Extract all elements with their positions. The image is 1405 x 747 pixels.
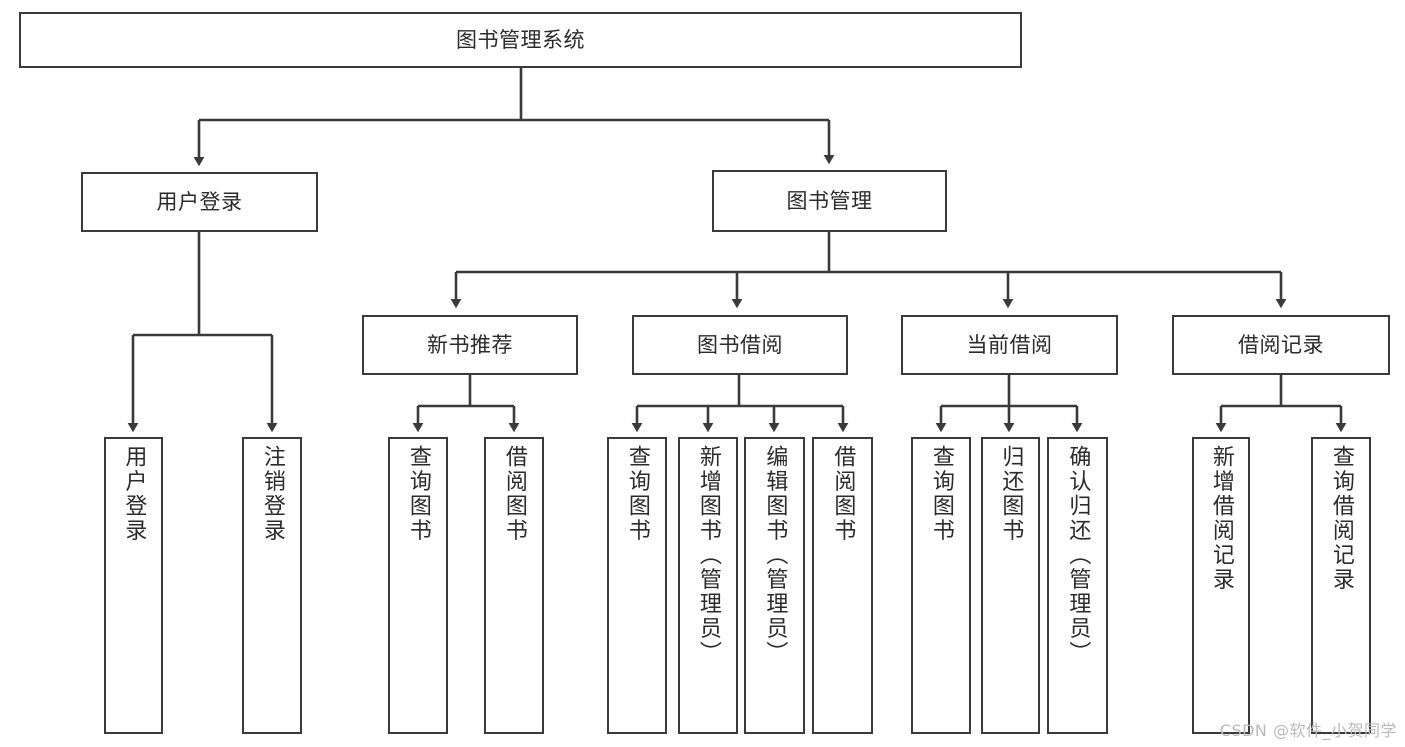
leaf-new-book-query[interactable]: 查询图书 (388, 437, 448, 734)
leaf-borrow-borrow-book[interactable]: 借阅图书 (812, 437, 873, 734)
node-current-borrow-label: 当前借阅 (966, 332, 1053, 357)
leaf-label: 查询借阅记录 (1328, 445, 1354, 592)
node-book-management[interactable]: 图书管理 (712, 170, 947, 232)
node-root[interactable]: 图书管理系统 (19, 12, 1022, 68)
leaf-label: 查询图书 (405, 445, 431, 543)
leaf-label: 查询图书 (624, 445, 650, 543)
leaf-label: 注销登录 (259, 445, 285, 543)
leaf-current-confirm-return-admin[interactable]: 确认归还（管理员） (1047, 437, 1108, 734)
leaf-label: 确认归还（管理员） (1065, 445, 1091, 666)
node-borrow-record[interactable]: 借阅记录 (1172, 315, 1390, 375)
node-current-borrow[interactable]: 当前借阅 (901, 315, 1118, 375)
node-root-label: 图书管理系统 (456, 27, 585, 52)
leaf-borrow-add-book-admin[interactable]: 新增图书（管理员） (678, 437, 738, 734)
leaf-label: 用户登录 (121, 445, 147, 543)
leaf-label: 新增借阅记录 (1208, 445, 1234, 592)
node-borrow-record-label: 借阅记录 (1238, 332, 1324, 357)
leaf-new-book-borrow[interactable]: 借阅图书 (484, 437, 544, 734)
leaf-label: 查询图书 (928, 445, 954, 543)
leaf-user-login-login[interactable]: 用户登录 (104, 437, 163, 734)
leaf-label: 借阅图书 (501, 445, 527, 543)
leaf-record-query[interactable]: 查询借阅记录 (1311, 437, 1371, 734)
node-new-book-recommend-label: 新书推荐 (427, 332, 513, 357)
leaf-user-login-logout[interactable]: 注销登录 (242, 437, 302, 734)
leaf-borrow-query-book[interactable]: 查询图书 (607, 437, 667, 734)
node-user-login[interactable]: 用户登录 (81, 172, 318, 232)
leaf-label: 编辑图书（管理员） (762, 445, 788, 666)
node-book-borrow[interactable]: 图书借阅 (632, 315, 848, 375)
node-new-book-recommend[interactable]: 新书推荐 (362, 315, 578, 375)
leaf-record-add[interactable]: 新增借阅记录 (1192, 437, 1250, 734)
node-book-borrow-label: 图书借阅 (697, 332, 783, 357)
leaf-current-query-book[interactable]: 查询图书 (911, 437, 971, 734)
leaf-label: 借阅图书 (830, 445, 856, 543)
leaf-label: 归还图书 (998, 445, 1024, 543)
node-book-management-label: 图书管理 (786, 188, 873, 213)
node-user-login-label: 用户登录 (156, 189, 243, 214)
leaf-current-return-book[interactable]: 归还图书 (981, 437, 1040, 734)
leaf-borrow-edit-book-admin[interactable]: 编辑图书（管理员） (744, 437, 805, 734)
leaf-label: 新增图书（管理员） (695, 445, 721, 666)
